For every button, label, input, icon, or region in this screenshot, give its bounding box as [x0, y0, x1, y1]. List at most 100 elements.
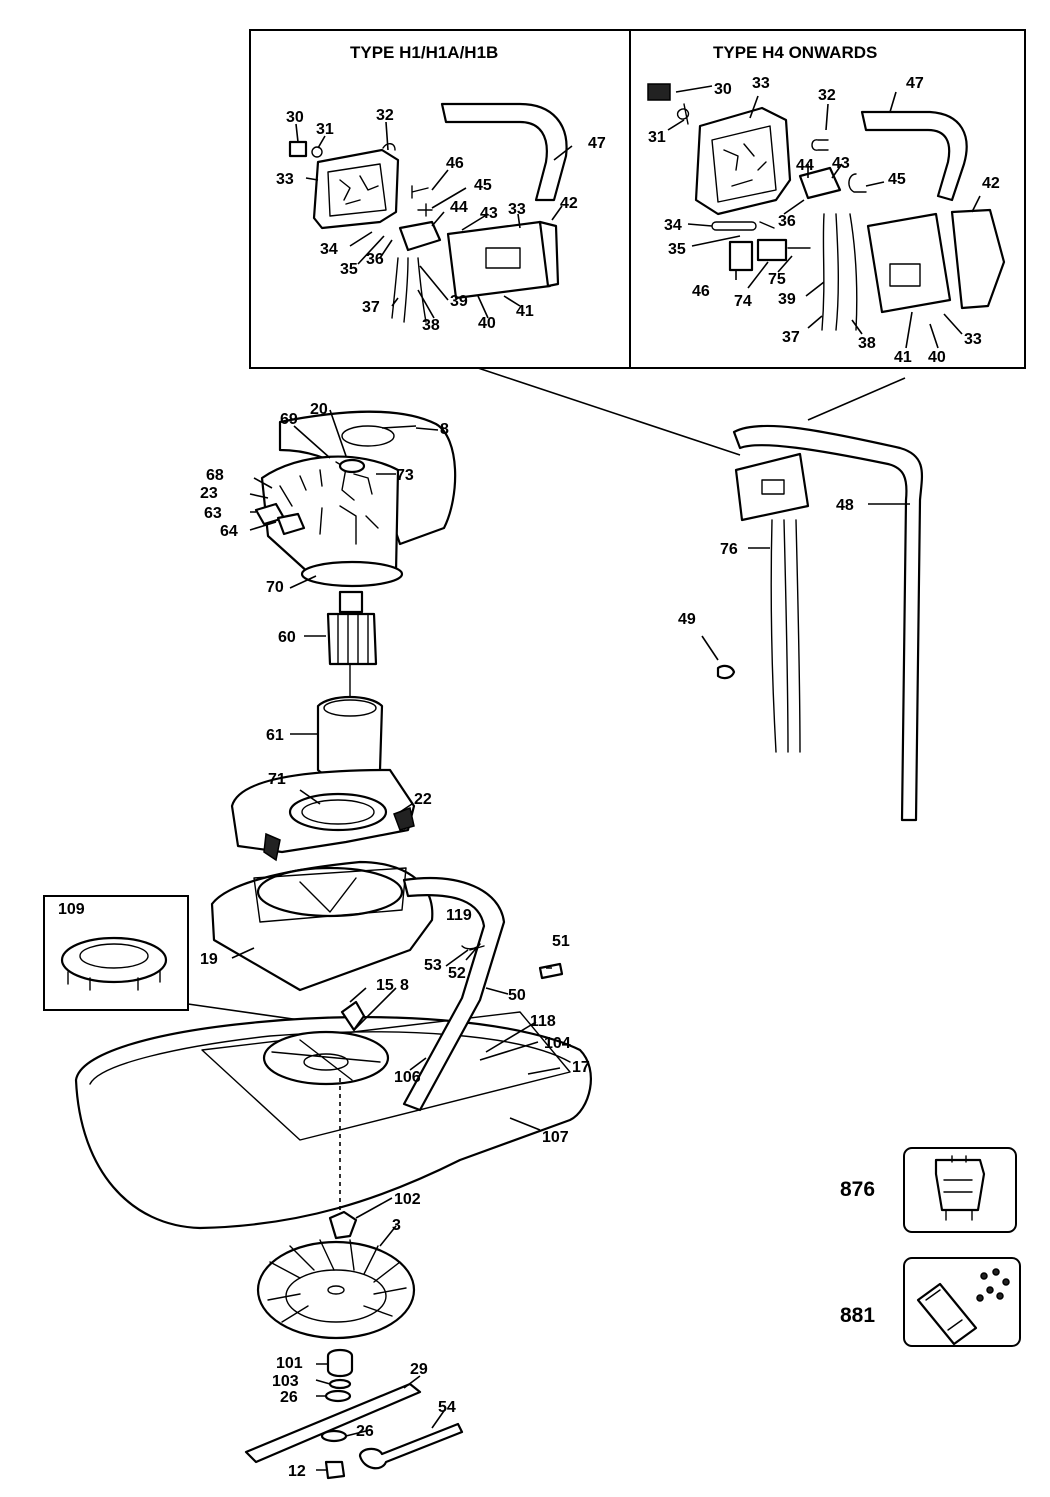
kit-screw [976, 1294, 984, 1302]
callout: 40 [928, 349, 946, 366]
contact-strip [711, 221, 757, 231]
mower-deck [74, 987, 592, 1230]
callout: 31 [316, 121, 334, 138]
deck-clip [340, 1000, 366, 1032]
callout: 48 [836, 497, 854, 514]
lower-handle [402, 877, 564, 1112]
kit-screw [980, 1272, 988, 1280]
callout: 69 [280, 411, 298, 428]
callout: 30 [714, 81, 732, 98]
callout: 39 [778, 291, 796, 308]
handle-bar-cover [860, 110, 968, 202]
deck-top-plate [201, 1011, 571, 1141]
callout: 20 [310, 401, 328, 418]
callout: 38 [858, 335, 876, 352]
inset-109-frame [43, 895, 189, 1011]
inset-pointer-line [477, 367, 741, 456]
callout: 26 [280, 1389, 298, 1406]
switch-plate [950, 208, 1006, 310]
callout: 46 [692, 283, 710, 300]
callout: 118 [530, 1013, 556, 1030]
motor-cover-leaders [249, 409, 439, 589]
callout: 31 [648, 129, 666, 146]
fan-hub [327, 1285, 345, 1295]
mount-pad [393, 806, 415, 831]
fan-blades [267, 1239, 407, 1323]
armature-windings [337, 613, 369, 665]
switch-box [866, 212, 952, 314]
callout: 49 [678, 611, 696, 628]
callout: 41 [894, 349, 912, 366]
callout: 109 [58, 901, 85, 918]
spacer-ring-inner [79, 943, 149, 969]
hood [210, 860, 434, 992]
callout: 32 [376, 107, 394, 124]
callouts-right-inset: 30 33 32 47 31 44 43 45 42 36 34 35 75 4… [648, 75, 1000, 366]
motor-mount [230, 768, 416, 862]
handle-screw [538, 962, 564, 980]
callout: 37 [782, 329, 800, 346]
inset-h4-leaders [667, 85, 981, 349]
fastener-kit-icon [916, 1268, 1010, 1346]
leader-19 [231, 947, 255, 959]
contact-pin [759, 221, 775, 229]
motor-cover-vent [341, 425, 395, 447]
callout: 34 [320, 241, 338, 258]
kit-switch-block [916, 1282, 978, 1346]
kit-motor-detail [943, 1155, 973, 1221]
callout: 39 [450, 293, 468, 310]
callout: 54 [438, 1399, 456, 1416]
switch-housing [312, 148, 400, 230]
clip [382, 143, 396, 151]
kit-motor-body [934, 1158, 986, 1212]
hood-opening [256, 866, 404, 918]
callout: 75 [768, 271, 786, 288]
spacer-101 [326, 1348, 354, 1378]
inset-title-h1: TYPE H1/H1A/H1B [350, 43, 498, 62]
kit-boxes [903, 1147, 1021, 1347]
callout: 30 [286, 109, 304, 126]
kit-screw [992, 1268, 1000, 1276]
switch-housing-detail [711, 125, 777, 203]
washer-103 [328, 1378, 352, 1390]
callout: 61 [266, 727, 284, 744]
callout: 32 [818, 87, 836, 104]
callout: 8 [400, 977, 409, 994]
callout: 33 [752, 75, 770, 92]
field-stator [316, 696, 384, 780]
callout: 43 [832, 155, 850, 172]
callout: 68 [206, 467, 224, 484]
armature-core [326, 612, 378, 666]
inset-panels: TYPE H1/H1A/H1B TYPE H4 ONWARDS [249, 29, 1026, 456]
mount-pad [263, 832, 281, 862]
callout: 36 [366, 251, 384, 268]
callout: 76 [720, 541, 738, 558]
switch-button [647, 83, 671, 101]
callout: 70 [266, 579, 284, 596]
washer-26b [320, 1429, 348, 1443]
callout: 29 [410, 1361, 428, 1378]
blade-stack [244, 1348, 464, 1480]
callout: 73 [396, 467, 414, 484]
callout: 8 [440, 421, 449, 438]
switch-spring [311, 146, 323, 158]
callout: 104 [544, 1035, 571, 1052]
screw [411, 185, 429, 199]
kit-box-881 [903, 1257, 1021, 1347]
spanner [358, 1422, 464, 1470]
washer-26 [324, 1389, 352, 1403]
fan [256, 1240, 416, 1340]
callout: 22 [414, 791, 432, 808]
callout: 43 [480, 205, 498, 222]
fan-assembly [256, 1197, 416, 1340]
kit-screw [996, 1292, 1004, 1300]
callout: 42 [560, 195, 578, 212]
callout: 51 [552, 933, 570, 950]
motor-mount-ring-inner [301, 799, 375, 825]
field-stator-top [323, 699, 377, 717]
callout: 17 [572, 1059, 590, 1076]
callout: 38 [422, 317, 440, 334]
brush-housing [260, 455, 400, 576]
leader-71 [299, 789, 321, 805]
inset-title-h4: TYPE H4 ONWARDS [713, 43, 877, 62]
